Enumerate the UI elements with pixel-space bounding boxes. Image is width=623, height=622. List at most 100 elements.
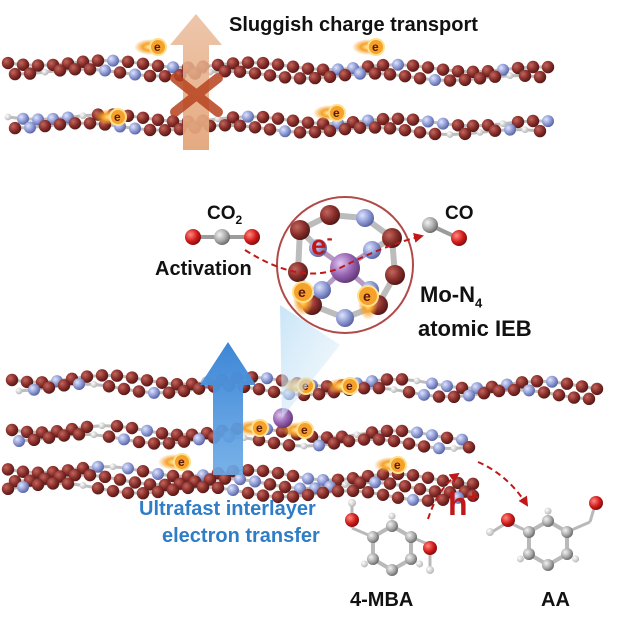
carbon-atom xyxy=(353,476,367,489)
carbon-atom xyxy=(177,384,191,398)
product-label: AA xyxy=(541,589,570,611)
carbon-atom xyxy=(31,59,45,72)
carbon-atom xyxy=(80,370,94,383)
nitrogen-atom xyxy=(242,110,254,123)
nitrogen-atom xyxy=(433,442,445,455)
carbon-atom xyxy=(271,112,285,125)
mo-n4-label: Mo-N4 xyxy=(420,282,482,310)
electron-icon: e xyxy=(352,38,385,56)
carbon-atom xyxy=(46,477,60,490)
co-molecule xyxy=(422,217,467,246)
nitrogen-atom xyxy=(99,64,111,77)
carbon-atom xyxy=(507,383,521,397)
carbon-atom xyxy=(338,68,352,82)
carbon-atom xyxy=(83,468,97,482)
carbon-atom xyxy=(366,531,379,543)
nitrogen-atom xyxy=(24,121,36,134)
svg-text:e: e xyxy=(394,458,401,472)
carbon-atom xyxy=(405,553,418,565)
hydrogen-atom xyxy=(499,120,507,128)
carbon-atom xyxy=(113,66,127,79)
electron-icon: e xyxy=(158,453,191,471)
carbon-atom xyxy=(357,381,371,395)
carbon-atom xyxy=(511,115,525,129)
nitrogen-atom xyxy=(129,122,141,135)
svg-text:e: e xyxy=(298,284,306,300)
carbon-atom xyxy=(293,126,307,139)
nitrogen-atom xyxy=(92,460,104,473)
carbon-atom xyxy=(398,123,412,137)
nitrogen-atom xyxy=(336,309,354,327)
carbon-atom xyxy=(301,116,315,129)
mo-atom xyxy=(273,408,293,428)
carbon-atom xyxy=(413,126,427,139)
interlayer-transfer-arrow xyxy=(200,342,256,475)
carbon-atom xyxy=(8,67,22,81)
carbon-atom xyxy=(166,115,180,128)
oxygen-atom xyxy=(589,496,603,510)
carbon-atom xyxy=(432,390,446,403)
nitrogen-atom xyxy=(122,462,134,475)
carbon-atom xyxy=(23,67,37,80)
hydrogen-atom xyxy=(214,115,222,123)
carbon-atom xyxy=(398,69,412,83)
carbon-atom xyxy=(312,387,326,401)
carbon-atom xyxy=(125,371,139,384)
carbon-atom xyxy=(402,385,416,399)
carbon-atom xyxy=(421,61,435,74)
reactant-label: 4-MBA xyxy=(350,589,414,611)
nitrogen-atom xyxy=(167,61,179,74)
carbon-atom xyxy=(61,477,75,490)
carbon-atom xyxy=(518,69,532,82)
carbon-atom xyxy=(542,515,554,527)
nitrogen-atom xyxy=(392,58,404,71)
co2-molecule xyxy=(185,229,260,245)
transfer-label-line2: electron transfer xyxy=(162,525,320,547)
carbon-atom xyxy=(477,387,491,400)
4-mba-molecule xyxy=(345,499,437,576)
carbon-atom xyxy=(271,490,285,504)
nitrogen-atom xyxy=(426,377,438,390)
transfer-label-line1: Ultrafast interlayer xyxy=(139,498,316,520)
nitrogen-atom xyxy=(429,73,441,86)
hydrogen-atom xyxy=(506,72,514,80)
carbon-atom xyxy=(522,548,535,560)
carbon-atom xyxy=(136,111,150,125)
carbon-atom xyxy=(83,117,97,130)
nitrogen-atom xyxy=(497,63,509,76)
hydrogen-atom xyxy=(413,377,421,385)
carbon-atom xyxy=(308,71,322,85)
carbon-atom xyxy=(263,123,277,136)
carbon-atom xyxy=(233,119,247,132)
carbon-atom xyxy=(357,433,371,446)
carbon-atom xyxy=(72,428,86,441)
carbon-atom xyxy=(5,423,19,437)
hydrogen-atom xyxy=(90,431,98,439)
carbon-atom xyxy=(98,470,112,484)
carbon-atom xyxy=(151,485,165,499)
hydrogen-atom xyxy=(388,512,396,520)
carbon-atom xyxy=(323,124,337,138)
carbon-atom xyxy=(537,386,551,399)
carbon-atom xyxy=(436,474,450,487)
carbon-atom xyxy=(428,485,442,498)
co2-label: CO2 xyxy=(207,203,242,227)
nitrogen-atom xyxy=(356,209,374,227)
nitrogen-atom xyxy=(369,476,381,489)
carbon-atom xyxy=(293,72,307,85)
carbon-atom xyxy=(406,59,420,72)
carbon-atom xyxy=(91,482,105,495)
carbon-atom xyxy=(132,435,146,449)
carbon-atom xyxy=(282,439,296,452)
blocked-cross-icon xyxy=(170,73,223,117)
carbon-atom xyxy=(466,477,480,491)
carbon-atom xyxy=(323,70,337,84)
oxygen-atom xyxy=(345,513,359,527)
carbon-atom xyxy=(1,463,15,476)
carbon-atom xyxy=(387,434,401,448)
electron-icon: e xyxy=(326,377,359,395)
carbon-atom xyxy=(278,480,292,494)
carbon-atom xyxy=(488,124,502,137)
